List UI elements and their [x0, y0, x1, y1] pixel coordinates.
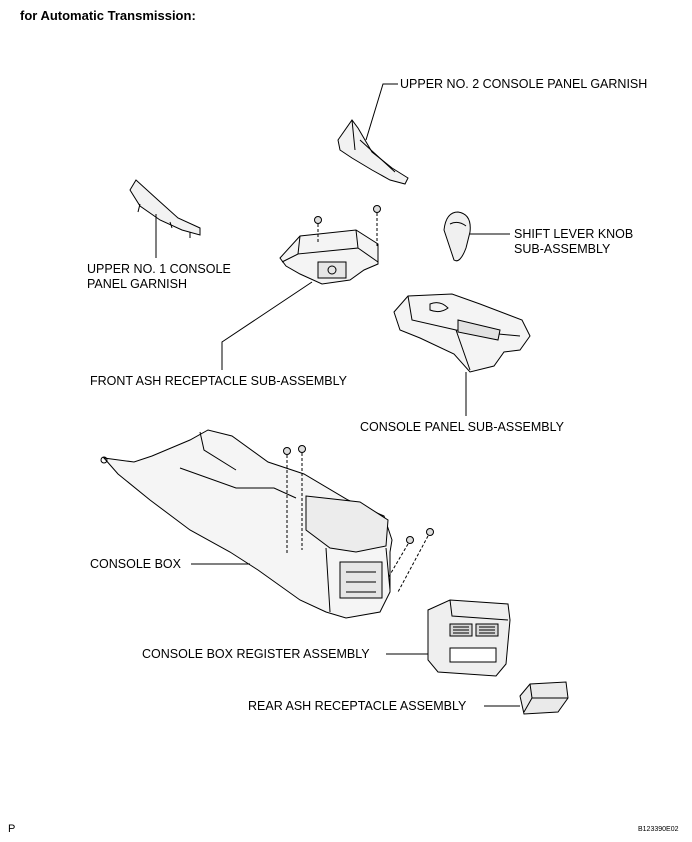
- console-box-register-part: [427, 599, 511, 677]
- screw-console-box-1: [283, 447, 291, 555]
- screw-front-ash-right: [373, 205, 381, 248]
- label-rear-ash-receptacle: REAR ASH RECEPTACLE ASSEMBLY: [248, 699, 467, 713]
- figure-code: B123390E02: [638, 826, 679, 833]
- label-console-box-register: CONSOLE BOX REGISTER ASSEMBLY: [142, 647, 370, 661]
- label-console-box: CONSOLE BOX: [90, 557, 181, 571]
- label-upper-no2-console-panel-garnish: UPPER NO. 2 CONSOLE PANEL GARNISH: [400, 77, 648, 91]
- console-box-part: [100, 429, 393, 619]
- leader-upper-no2: [365, 83, 398, 141]
- console-panel-part: [393, 293, 531, 373]
- page-letter: P: [8, 823, 16, 835]
- screw-front-ash-left: [314, 216, 322, 242]
- label-front-ash-receptacle: FRONT ASH RECEPTACLE SUB-ASSEMBLY: [90, 374, 348, 388]
- label-shift-lever-knob-line1: SHIFT LEVER KNOB: [514, 227, 634, 241]
- screw-console-box-3: [387, 536, 414, 579]
- front-ash-receptacle-part: [279, 229, 379, 285]
- label-shift-lever-knob-line2: SUB-ASSEMBLY: [514, 242, 611, 256]
- upper-no2-garnish-part: [337, 119, 409, 185]
- label-upper-no1-line1: UPPER NO. 1 CONSOLE: [87, 262, 231, 276]
- rear-ash-receptacle-part: [519, 681, 569, 715]
- leader-front-ash: [221, 281, 313, 370]
- label-upper-no1-line2: PANEL GARNISH: [87, 277, 188, 291]
- label-console-panel: CONSOLE PANEL SUB-ASSEMBLY: [360, 420, 564, 434]
- page-title: for Automatic Transmission:: [20, 8, 196, 23]
- shift-lever-knob-part: [443, 211, 471, 262]
- screw-console-box-2: [298, 445, 306, 550]
- screw-console-box-4: [397, 528, 434, 593]
- upper-no1-garnish-part: [129, 179, 201, 238]
